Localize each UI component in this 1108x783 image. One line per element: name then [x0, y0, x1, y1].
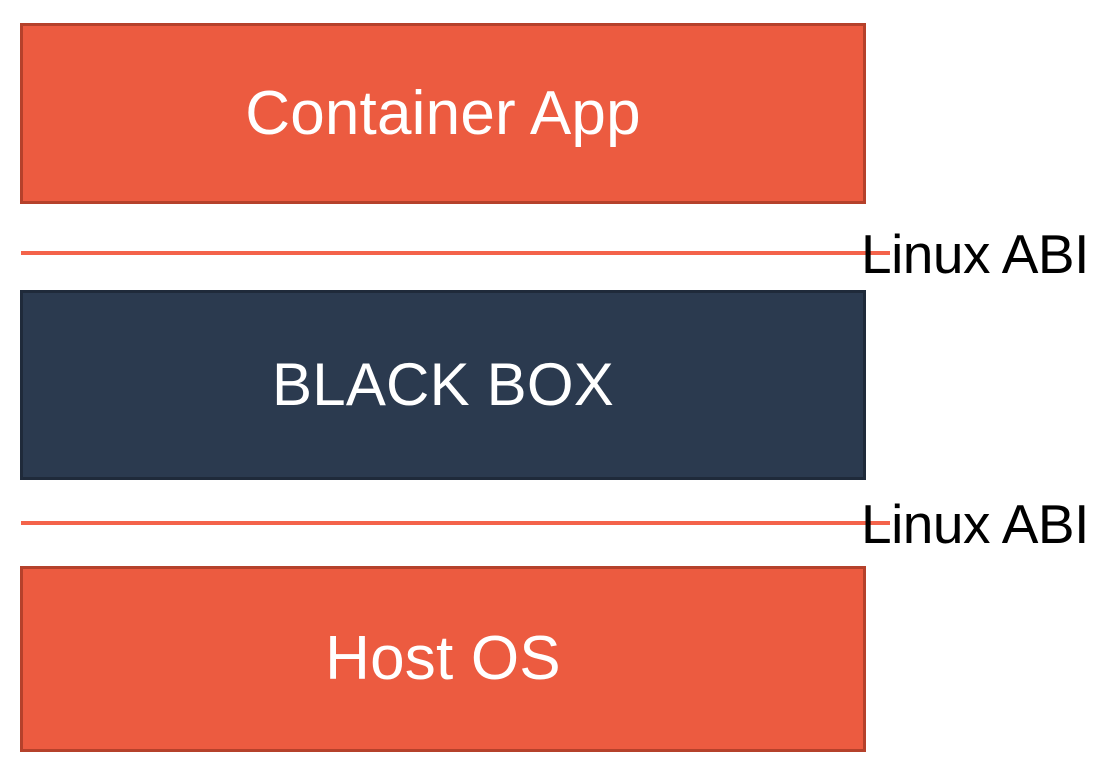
abi-boundary-label-lower: Linux ABI [861, 493, 1089, 555]
abi-boundary-line-lower [21, 521, 890, 525]
layer-box-host-os: Host OS [20, 566, 866, 752]
layer-box-black-box: BLACK BOX [20, 290, 866, 480]
layer-label-container-app: Container App [245, 78, 641, 148]
abi-boundary-line-upper [21, 251, 890, 255]
layer-label-black-box: BLACK BOX [272, 351, 614, 418]
abi-boundary-label-upper: Linux ABI [861, 223, 1089, 285]
layer-label-host-os: Host OS [325, 624, 561, 693]
layer-box-container-app: Container App [20, 23, 866, 204]
